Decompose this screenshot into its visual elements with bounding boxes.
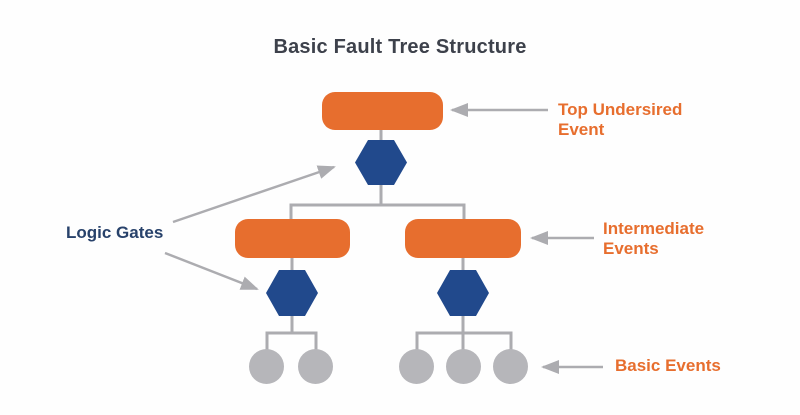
intermediate-events-label: Intermediate Events bbox=[603, 219, 705, 258]
basic-event-node-2 bbox=[298, 349, 333, 384]
basic-event-node-4 bbox=[446, 349, 481, 384]
logic-gates-label: Logic Gates bbox=[66, 223, 164, 242]
intermediate-event-node-left bbox=[235, 219, 350, 258]
connector-left-branch bbox=[265, 331, 318, 351]
intermediate-event-node-right bbox=[405, 219, 521, 258]
arrow-logic-gates-lower bbox=[164, 251, 259, 291]
basic-event-node-5 bbox=[493, 349, 528, 384]
top-event-node bbox=[322, 92, 443, 130]
connector-main-branch bbox=[289, 203, 466, 221]
connector-right-branch bbox=[415, 331, 513, 351]
arrow-logic-gates-upper bbox=[172, 165, 336, 224]
basic-events-label: Basic Events bbox=[615, 356, 721, 375]
page-title: Basic Fault Tree Structure bbox=[273, 36, 527, 58]
basic-event-node-3 bbox=[399, 349, 434, 384]
basic-event-node-1 bbox=[249, 349, 284, 384]
top-event-label: Top Undersired Event bbox=[558, 100, 683, 139]
